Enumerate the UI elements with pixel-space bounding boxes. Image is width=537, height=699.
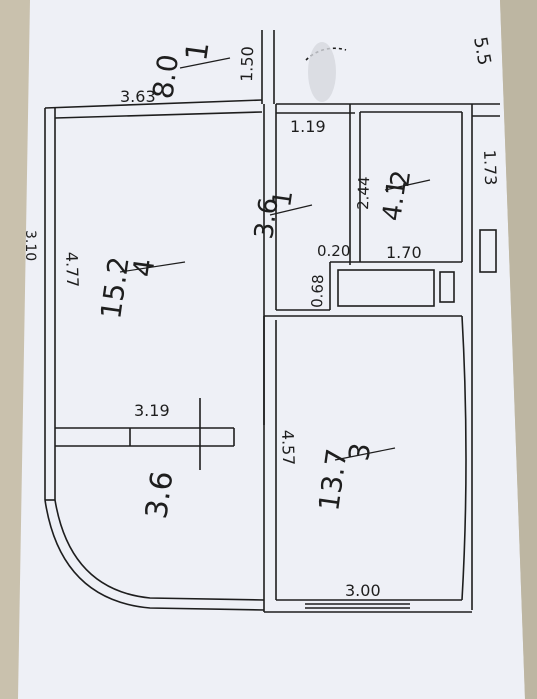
dimension-label: 1.73 [480,149,500,185]
dimension-label: 3.63 [120,87,156,106]
dimension-label: 1.70 [386,243,422,262]
dimension-label: 4.57 [278,429,298,465]
room-area: 13.7 [312,447,353,513]
dimension-label: 4.77 [62,251,82,287]
room-number: 2 [385,168,417,189]
dimension-label: 3.19 [134,401,170,420]
room-number: 4 [126,257,161,279]
room-number: 1 [179,39,216,63]
dimension-label: 1.50 [237,46,257,82]
dimension-label: 2.44 [354,176,373,210]
dimension-label: 5.5 [469,35,495,67]
label-slashes [119,57,431,461]
dimension-label: 3.10 [22,230,38,261]
dimension-label: 3.00 [345,581,381,600]
room-area: 3.6 [139,469,180,521]
door-mark [308,42,336,102]
walls [44,30,500,613]
room-number: 3 [342,441,377,463]
room-area: 8.0 [146,52,185,101]
paper-sheet [18,0,525,699]
dimension-label: 1.19 [290,117,326,136]
room-area: 3.6 [249,196,284,241]
paper-shadow [500,0,537,699]
dimension-label: 0.20 [317,242,350,260]
room-area: 15.2 [94,255,135,321]
dimension-label: 0.68 [308,274,327,308]
room-number: 1 [267,188,299,209]
room-area: 4.1 [377,178,412,223]
